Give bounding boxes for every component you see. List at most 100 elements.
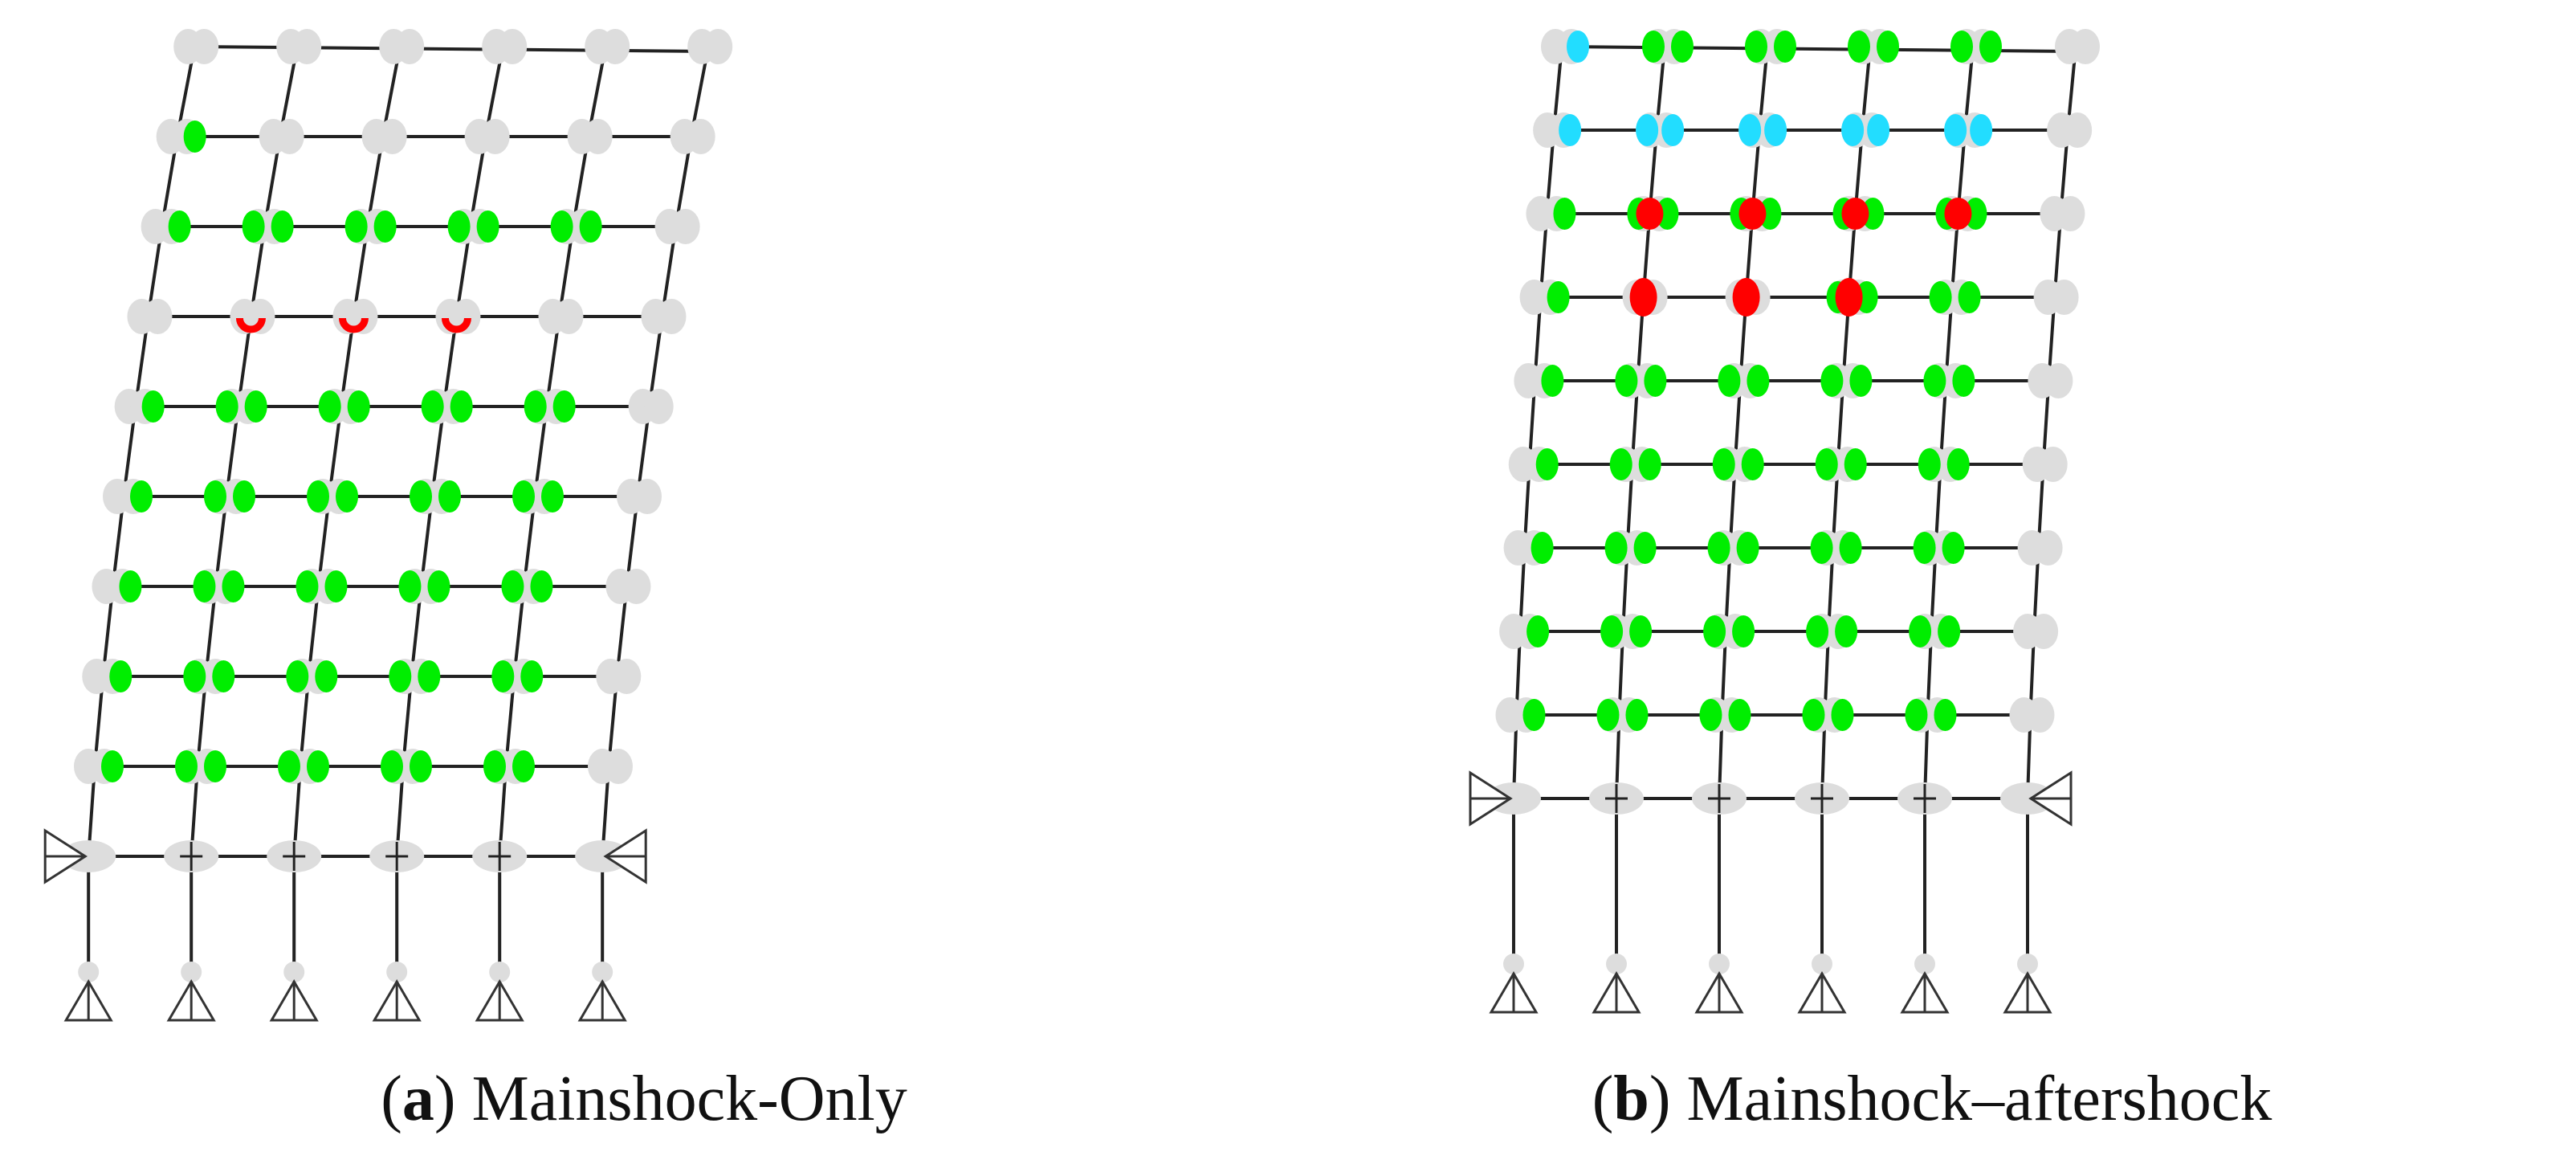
hinge-immediate-occupancy bbox=[1918, 448, 1941, 480]
hinge-immediate-occupancy bbox=[1699, 699, 1722, 731]
hinge-immediate-occupancy bbox=[1905, 699, 1928, 731]
column-line bbox=[190, 46, 300, 982]
hinge-immediate-occupancy bbox=[421, 390, 444, 423]
hinge-immediate-occupancy bbox=[168, 210, 191, 243]
hinge-immediate-occupancy bbox=[1736, 532, 1759, 564]
hinge-unyielded bbox=[1606, 954, 1627, 974]
hinge-unyielded bbox=[612, 659, 642, 694]
plastic-hinges bbox=[61, 29, 733, 982]
hinge-immediate-occupancy bbox=[109, 660, 132, 692]
hinge-immediate-occupancy bbox=[1718, 365, 1741, 397]
hinge-immediate-occupancy bbox=[277, 750, 300, 782]
hinge-immediate-occupancy bbox=[1938, 615, 1961, 647]
hinge-immediate-occupancy bbox=[1531, 532, 1554, 564]
caption-a-text: Mainshock-Only bbox=[471, 1064, 907, 1134]
hinge-immediate-occupancy bbox=[541, 480, 565, 513]
hinge-immediate-occupancy bbox=[296, 570, 319, 602]
hinge-immediate-occupancy bbox=[307, 480, 330, 513]
hinge-unyielded bbox=[2033, 530, 2063, 566]
hinge-unyielded bbox=[1709, 954, 1730, 974]
hinge-unyielded bbox=[480, 119, 510, 154]
hinge-immediate-occupancy bbox=[1703, 615, 1726, 647]
hinge-immediate-occupancy bbox=[1946, 448, 1970, 480]
hinge-immediate-occupancy bbox=[1909, 615, 1932, 647]
hinge-immediate-occupancy bbox=[244, 390, 267, 423]
hinge-immediate-occupancy bbox=[1671, 31, 1694, 63]
hinge-unyielded bbox=[181, 962, 202, 982]
supports bbox=[43, 828, 647, 1022]
hinge-immediate-occupancy bbox=[1958, 281, 1981, 313]
hinge-immediate-occupancy bbox=[1747, 365, 1770, 397]
hinge-immediate-occupancy bbox=[409, 750, 432, 782]
hinge-immediate-occupancy bbox=[324, 570, 348, 602]
hinge-immediate-occupancy bbox=[380, 750, 403, 782]
hinge-immediate-occupancy bbox=[373, 210, 397, 243]
hinge-immediate-occupancy bbox=[1877, 31, 1899, 63]
hinge-immediate-occupancy bbox=[1929, 281, 1952, 313]
hinge-immediate-occupancy bbox=[1707, 532, 1730, 564]
hinge-immediate-occupancy bbox=[483, 750, 506, 782]
hinge-immediate-occupancy bbox=[1712, 448, 1735, 480]
hinge-unyielded bbox=[2017, 954, 2038, 974]
hinge-immediate-occupancy bbox=[1535, 448, 1559, 480]
hinge-immediate-occupancy bbox=[418, 660, 441, 692]
hinge-immediate-occupancy bbox=[512, 480, 536, 513]
hinge-life-safety bbox=[1661, 114, 1685, 146]
hinge-immediate-occupancy bbox=[233, 480, 256, 513]
hinge-immediate-occupancy bbox=[1934, 699, 1957, 731]
column-line bbox=[292, 46, 402, 982]
hinge-immediate-occupancy bbox=[1745, 31, 1767, 63]
column-line bbox=[1820, 46, 1872, 974]
hinge-immediate-occupancy bbox=[398, 570, 422, 602]
hinge-unyielded bbox=[246, 299, 275, 334]
hinge-life-safety bbox=[1636, 114, 1659, 146]
hinge-unyielded bbox=[275, 119, 304, 154]
hinge-unyielded bbox=[1914, 954, 1935, 974]
hinge-immediate-occupancy bbox=[427, 570, 450, 602]
hinge-immediate-occupancy bbox=[1526, 615, 1550, 647]
hinge-immediate-occupancy bbox=[286, 660, 309, 692]
hinge-unyielded bbox=[190, 29, 219, 64]
plastic-hinges bbox=[1486, 29, 2100, 974]
hinge-immediate-occupancy bbox=[174, 750, 198, 782]
hinge-unyielded bbox=[377, 119, 407, 154]
hinge-immediate-occupancy bbox=[1633, 532, 1657, 564]
hinge-immediate-occupancy bbox=[100, 750, 124, 782]
hinge-collapse-prevention bbox=[1738, 198, 1767, 230]
hinge-life-safety bbox=[1867, 114, 1890, 146]
frame-diagram-mainshock-only bbox=[43, 29, 733, 1022]
hinge-immediate-occupancy bbox=[344, 210, 368, 243]
hinge-immediate-occupancy bbox=[222, 570, 245, 602]
hinge-immediate-occupancy bbox=[1942, 532, 1965, 564]
hinge-collapse-prevention bbox=[1841, 198, 1869, 230]
hinge-collapse-prevention bbox=[1944, 198, 1972, 230]
hinge-immediate-occupancy bbox=[1849, 365, 1873, 397]
hinge-immediate-occupancy bbox=[1644, 365, 1667, 397]
hinge-immediate-occupancy bbox=[520, 660, 544, 692]
hinge-immediate-occupancy bbox=[193, 570, 216, 602]
hinge-immediate-occupancy bbox=[1609, 448, 1632, 480]
column-line bbox=[498, 46, 608, 982]
hinge-unyielded bbox=[2063, 112, 2093, 148]
hinge-immediate-occupancy bbox=[1831, 699, 1854, 731]
hinge-immediate-occupancy bbox=[530, 570, 553, 602]
hinge-immediate-occupancy bbox=[1950, 31, 1973, 63]
hinge-immediate-occupancy bbox=[512, 750, 535, 782]
hinge-immediate-occupancy bbox=[1774, 31, 1796, 63]
hinge-immediate-occupancy bbox=[203, 750, 226, 782]
caption-b-label: b bbox=[1613, 1064, 1649, 1134]
hinge-unyielded bbox=[644, 389, 674, 424]
hinge-unyielded bbox=[78, 962, 100, 982]
panel-mainshock-only: (a) Mainshock-Only bbox=[43, 29, 907, 1134]
hinge-unyielded bbox=[2038, 447, 2068, 482]
hinge-immediate-occupancy bbox=[447, 210, 471, 243]
hinge-immediate-occupancy bbox=[1625, 699, 1649, 731]
caption-b-text: Mainshock–aftershock bbox=[1686, 1064, 2272, 1134]
beam-line bbox=[194, 45, 709, 53]
panel-mainshock-aftershock: (b) Mainshock–aftershock bbox=[1288, 0, 2576, 1164]
hinge-immediate-occupancy bbox=[1820, 365, 1844, 397]
hinge-collapse-prevention bbox=[338, 317, 369, 333]
supports bbox=[1469, 770, 2073, 1014]
hinge-immediate-occupancy bbox=[476, 210, 499, 243]
hinge-life-safety bbox=[1738, 114, 1762, 146]
